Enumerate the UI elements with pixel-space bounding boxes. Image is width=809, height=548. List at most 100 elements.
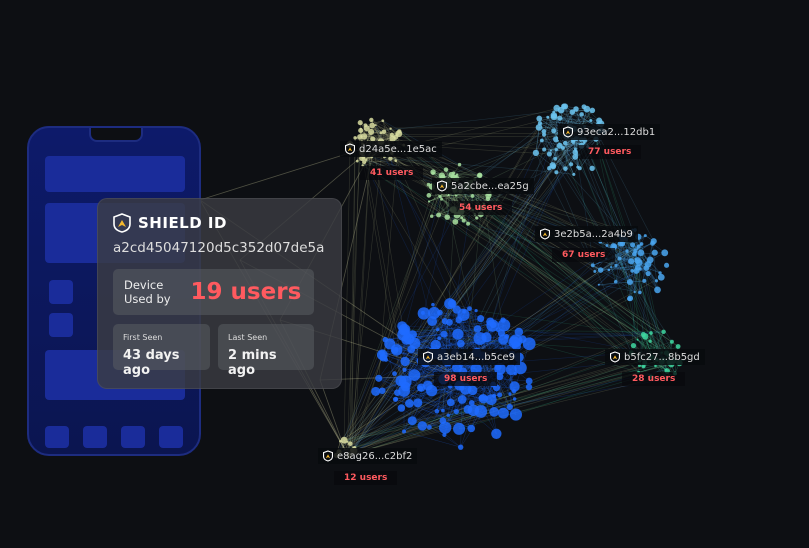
graph-node bbox=[573, 147, 577, 151]
graph-node bbox=[625, 249, 629, 253]
used-by-value: 19 users bbox=[190, 279, 302, 305]
graph-node bbox=[508, 392, 512, 396]
graph-node bbox=[557, 115, 563, 121]
graph-node bbox=[394, 397, 398, 402]
graph-node bbox=[569, 162, 574, 167]
graph-node bbox=[563, 166, 568, 171]
graph-node bbox=[617, 256, 622, 261]
graph-node bbox=[340, 436, 348, 444]
cluster-user-count: 12 users bbox=[334, 471, 398, 485]
cluster-id: a3eb14...b5ce9 bbox=[437, 351, 515, 363]
cluster-user-count: 54 users bbox=[449, 201, 513, 215]
graph-node bbox=[627, 296, 632, 301]
graph-node bbox=[444, 214, 451, 220]
graph-node bbox=[633, 267, 640, 274]
cluster-label[interactable]: e8ag26...c2bf2 bbox=[318, 448, 418, 464]
graph-node bbox=[473, 325, 482, 333]
device-id: a2cd45047120d5c352d07de5a bbox=[113, 240, 325, 256]
graph-node bbox=[405, 399, 414, 408]
graph-node bbox=[563, 140, 568, 146]
graph-node bbox=[513, 371, 518, 376]
graph-node bbox=[475, 216, 479, 220]
graph-node bbox=[388, 156, 393, 161]
shield-id-card: SHIELD ID a2cd45047120d5c352d07de5a Devi… bbox=[97, 198, 342, 389]
graph-node bbox=[369, 117, 374, 123]
graph-node bbox=[417, 385, 424, 392]
shield-logo-icon bbox=[423, 351, 433, 363]
cluster-label[interactable]: b5fc27...8b5gd bbox=[605, 349, 705, 365]
graph-node bbox=[605, 244, 609, 247]
graph-node bbox=[368, 128, 375, 135]
graph-node bbox=[560, 145, 565, 150]
cluster-label[interactable]: a3eb14...b5ce9 bbox=[418, 349, 520, 365]
graph-node bbox=[360, 133, 368, 140]
graph-node bbox=[550, 163, 557, 170]
cluster-label[interactable]: d24a5e...1e5ac bbox=[340, 141, 442, 157]
graph-node bbox=[651, 249, 658, 256]
graph-node bbox=[642, 278, 647, 283]
graph-node bbox=[554, 147, 559, 152]
graph-node bbox=[470, 194, 475, 198]
graph-node bbox=[378, 387, 386, 395]
graph-node bbox=[381, 119, 385, 123]
graph-node bbox=[491, 428, 502, 439]
graph-node bbox=[509, 408, 523, 421]
graph-node bbox=[643, 234, 647, 238]
graph-node bbox=[426, 193, 432, 198]
graph-node bbox=[551, 128, 557, 134]
graph-node bbox=[661, 329, 666, 335]
graph-node bbox=[468, 399, 475, 406]
graph-node bbox=[579, 112, 584, 117]
graph-node bbox=[376, 349, 388, 361]
graph-node bbox=[408, 330, 417, 339]
graph-node bbox=[535, 124, 543, 131]
graph-node bbox=[661, 249, 669, 257]
cluster-label[interactable]: 93eca2...12db1 bbox=[558, 124, 661, 140]
graph-node bbox=[506, 403, 513, 411]
shield-logo-icon bbox=[113, 213, 131, 233]
graph-node bbox=[397, 129, 402, 134]
cluster-user-count: 28 users bbox=[622, 372, 686, 386]
graph-node bbox=[457, 395, 467, 404]
graph-node bbox=[477, 314, 485, 323]
graph-node bbox=[634, 258, 637, 261]
graph-node bbox=[639, 242, 644, 246]
cluster-id: b5fc27...8b5gd bbox=[624, 351, 700, 363]
cluster-label[interactable]: 3e2b5a...2a4b9 bbox=[535, 226, 638, 242]
graph-node bbox=[379, 131, 383, 135]
graph-node bbox=[532, 149, 540, 157]
graph-node bbox=[650, 240, 655, 246]
graph-node bbox=[590, 263, 595, 268]
graph-node bbox=[402, 367, 407, 373]
graph-node bbox=[550, 112, 558, 119]
graph-node bbox=[446, 398, 455, 407]
graph-node bbox=[448, 171, 455, 178]
graph-node bbox=[525, 383, 533, 391]
graph-node bbox=[427, 316, 438, 327]
graph-node bbox=[437, 309, 443, 316]
graph-node bbox=[357, 120, 363, 126]
cluster-id: 93eca2...12db1 bbox=[577, 126, 656, 138]
graph-node bbox=[435, 328, 440, 332]
graph-node bbox=[413, 398, 423, 408]
graph-node bbox=[402, 429, 407, 434]
graph-node bbox=[512, 397, 517, 401]
graph-node bbox=[428, 306, 441, 319]
graph-node bbox=[553, 136, 560, 143]
graph-node bbox=[453, 408, 459, 415]
graph-node bbox=[441, 408, 445, 413]
last-seen-box: Last Seen 2 mins ago bbox=[218, 324, 314, 378]
graph-node bbox=[353, 136, 357, 140]
graph-node bbox=[537, 121, 543, 126]
graph-node bbox=[553, 104, 560, 112]
graph-node bbox=[546, 115, 550, 119]
graph-node bbox=[495, 372, 504, 381]
graph-node bbox=[444, 298, 456, 310]
first-seen-value: 43 days ago bbox=[123, 348, 180, 378]
graph-node bbox=[576, 165, 580, 169]
graph-node bbox=[630, 269, 635, 273]
cluster-label[interactable]: 5a2cbe...ea25g bbox=[432, 178, 534, 194]
graph-node bbox=[477, 173, 481, 178]
graph-node bbox=[597, 267, 604, 273]
graph-node bbox=[455, 194, 458, 197]
